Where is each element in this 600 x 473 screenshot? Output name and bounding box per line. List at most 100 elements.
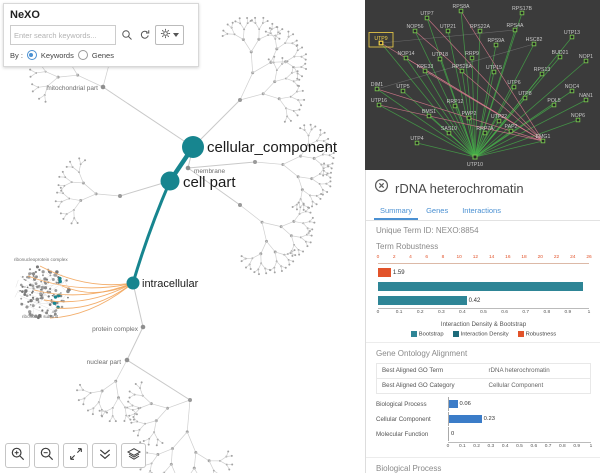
bar (378, 268, 391, 277)
radio-keywords[interactable] (26, 50, 37, 60)
chevron-down-icon (173, 33, 179, 37)
search-row (10, 25, 192, 45)
svg-text:EMG1: EMG1 (536, 134, 551, 140)
bottom-axis-tick: 0.2 (416, 310, 424, 315)
svg-text:UTP22: UTP22 (491, 114, 507, 120)
search-input[interactable] (10, 25, 116, 45)
svg-text:BUD21: BUD21 (552, 50, 569, 56)
svg-text:UTP8: UTP8 (518, 91, 531, 97)
layers-icon (126, 446, 142, 465)
detail-tabs: Summary Genes Interactions (366, 202, 600, 221)
search-icon[interactable] (119, 28, 134, 43)
bar-value: 0.23 (483, 416, 495, 423)
top-axis-tick: 16 (505, 255, 511, 260)
svg-text:UTP21: UTP21 (440, 24, 456, 30)
bar-value: 0.06 (459, 401, 471, 408)
svg-text:NOC4: NOC4 (565, 84, 580, 90)
svg-text:POL5: POL5 (547, 98, 560, 104)
zoom-out-icon (39, 446, 55, 465)
zoom-out-button[interactable] (34, 443, 59, 468)
bottom-axis-tick: 0.7 (522, 310, 530, 315)
by-label: By : (10, 50, 23, 60)
svg-text:RPS28A: RPS28A (452, 64, 472, 70)
svg-text:protein complex: protein complex (92, 326, 139, 333)
svg-text:PAP2: PAP2 (505, 124, 518, 130)
svg-text:NAN1: NAN1 (579, 93, 593, 99)
settings-dropdown[interactable] (155, 25, 184, 45)
svg-text:UTP7: UTP7 (420, 11, 433, 17)
refresh-icon[interactable] (137, 28, 152, 43)
top-axis-tick: 0 (376, 255, 380, 260)
unique-term-id: Unique Term ID: NEXO:8854 (376, 226, 479, 235)
go-term-value: rDNA heterochromatin (488, 367, 550, 375)
top-axis-tick: 14 (488, 255, 495, 260)
tab-summary[interactable]: Summary (374, 202, 419, 220)
bottom-axis-tick: 0.9 (564, 310, 572, 315)
svg-text:SAS10: SAS10 (441, 126, 457, 132)
svg-text:RPS17B: RPS17B (512, 6, 532, 12)
fit-to-screen-button[interactable] (63, 443, 88, 468)
go-category: Molecular Function (376, 430, 429, 438)
go-category-label: Best Aligned GO Category (382, 382, 455, 390)
collapse-tree-button[interactable] (92, 443, 117, 468)
top-axis-tick: 20 (537, 255, 543, 260)
bottom-axis-tick: 0.8 (543, 310, 551, 315)
axis-tick: 0.1 (458, 443, 466, 449)
expand-icon (68, 446, 84, 465)
top-axis-tick: 12 (472, 255, 479, 260)
top-axis-tick: 6 (425, 255, 429, 260)
radio-genes[interactable] (77, 50, 88, 60)
svg-text:RRP7A: RRP7A (476, 126, 494, 132)
svg-text:mitochondrial part: mitochondrial part (46, 85, 98, 92)
svg-text:UTP13: UTP13 (564, 30, 580, 36)
go-term-label: Best Aligned GO Term (382, 367, 444, 375)
radio-keywords-label: Keywords (40, 50, 74, 60)
robustness-title: Term Robustness (376, 242, 439, 251)
svg-text:RRP9: RRP9 (465, 51, 479, 57)
robustness-bar-row (378, 280, 589, 293)
view-controls (5, 443, 146, 468)
top-axis-tick: 18 (521, 255, 527, 260)
tab-interactions[interactable]: Interactions (462, 206, 501, 215)
bottom-axis-tick: 0.5 (480, 310, 487, 315)
bottom-axis-tick: 0.4 (459, 310, 466, 315)
close-icon[interactable] (374, 178, 389, 198)
axis-tick: 0.8 (559, 443, 566, 449)
svg-text:RPS8A: RPS8A (452, 4, 470, 10)
go-category-value: Cellular Component (488, 382, 544, 390)
top-axis-tick: 8 (441, 255, 445, 260)
gear-icon (160, 26, 171, 44)
bottom-axis-tick: 0 (376, 310, 380, 315)
svg-text:DIM1: DIM1 (371, 82, 384, 88)
term-detail-panel: rDNA heterochromatin Summary Genes Inter… (365, 170, 600, 473)
zoom-in-button[interactable] (5, 443, 30, 468)
svg-text:UTP15: UTP15 (486, 65, 502, 71)
go-alignment-title: Gene Ontology Alignment (366, 341, 600, 360)
svg-text:BMS1: BMS1 (422, 109, 436, 115)
svg-text:NOP6: NOP6 (571, 113, 585, 119)
tab-genes[interactable]: Genes (426, 206, 449, 215)
double-chevron-icon (97, 446, 113, 465)
layers-button[interactable] (121, 443, 146, 468)
app-title: NeXO (10, 9, 40, 21)
svg-text:PWP2: PWP2 (462, 111, 477, 117)
bar (378, 282, 583, 291)
svg-text:RPS4A: RPS4A (506, 23, 524, 29)
axis-tick: 0.4 (501, 443, 509, 449)
bar (449, 415, 482, 424)
svg-text:KRE33: KRE33 (417, 64, 434, 70)
axis-tick: 0.6 (530, 443, 538, 449)
search-panel: NeXO By : Keywords (3, 3, 199, 67)
svg-text:UTP9: UTP9 (374, 36, 387, 42)
axis-tick: 0.5 (516, 443, 523, 449)
legend-item: Bootstrap (410, 331, 444, 338)
svg-text:UTP10: UTP10 (467, 162, 483, 168)
axis-tick: 0.9 (573, 443, 581, 449)
